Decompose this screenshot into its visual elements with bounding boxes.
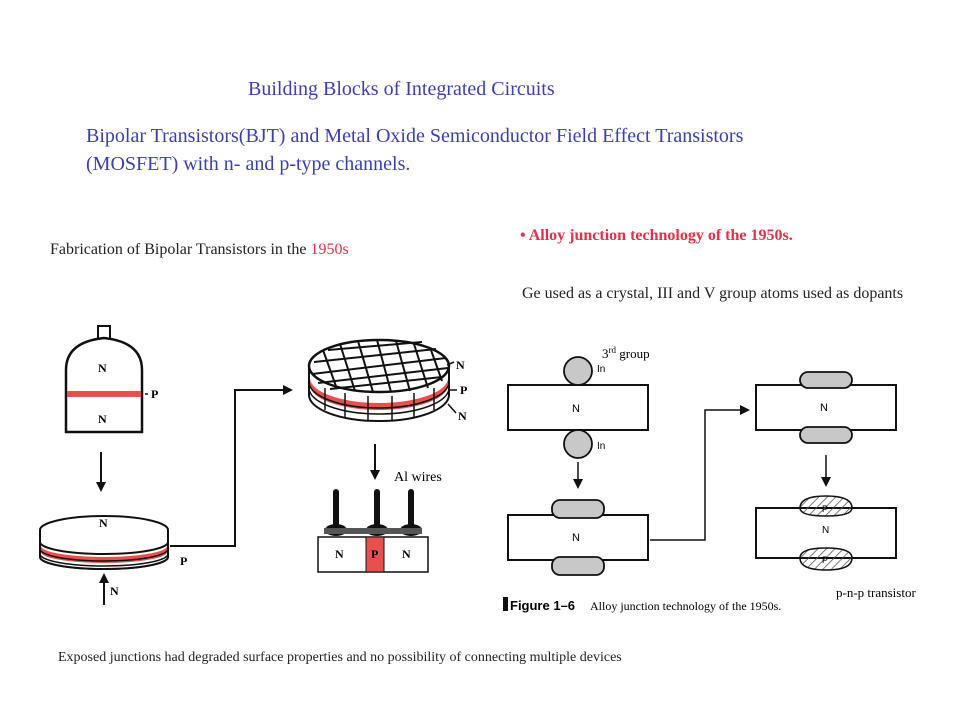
third-group-sup: rd bbox=[609, 345, 617, 355]
alloy-step4-label-p-top: P bbox=[822, 504, 828, 514]
alloy-step3-label-n: N bbox=[820, 402, 828, 414]
slide-subtitle: Bipolar Transistors(BJT) and Metal Oxide… bbox=[86, 125, 744, 175]
fabrication-year: 1950s bbox=[310, 241, 349, 258]
third-group-label: 3rd group bbox=[602, 345, 650, 361]
alloy-label-in-top: In bbox=[597, 364, 605, 375]
wafer-label-n-top: N bbox=[99, 516, 108, 530]
die-label-n-left: N bbox=[335, 547, 344, 561]
al-wires-label: Al wires bbox=[394, 470, 442, 485]
alloy-label-in-bottom: In bbox=[597, 441, 605, 452]
figure-label: Figure 1–6 bbox=[510, 598, 575, 613]
crystal-boule: N N P bbox=[64, 325, 158, 434]
grid-label-n-top: N bbox=[456, 358, 465, 372]
alloy-step-2: N bbox=[507, 499, 649, 576]
pnp-transistor-label: p-n-p transistor bbox=[836, 585, 916, 600]
die-label-p: P bbox=[371, 547, 378, 561]
wafer-stack: N P N bbox=[39, 515, 187, 598]
alloy-description: Ge used as a crystal, III and V group at… bbox=[522, 285, 904, 302]
slide-title: Building Blocks of Integrated Circuits bbox=[248, 78, 555, 100]
third-group-word: group bbox=[616, 346, 650, 361]
alloy-step-1: N In In bbox=[507, 356, 649, 459]
boule-label-n-top: N bbox=[98, 361, 107, 375]
scribed-wafer: N P N bbox=[307, 338, 467, 423]
npn-die: N P N bbox=[317, 489, 429, 573]
figure-caption-marker bbox=[503, 597, 508, 611]
grid-label-n-bottom: N bbox=[458, 409, 467, 423]
alloy-step2-label-n: N bbox=[572, 532, 580, 544]
die-label-n-right: N bbox=[402, 547, 411, 561]
alloy-step1-label-n: N bbox=[572, 403, 580, 415]
alloy-heading: • Alloy junction technology of the 1950s… bbox=[520, 227, 793, 244]
fabrication-caption: Fabrication of Bipolar Transistors in th… bbox=[50, 241, 349, 259]
boule-label-p: P bbox=[151, 387, 158, 401]
alloy-step4-label-n: N bbox=[822, 525, 829, 536]
fabrication-caption-text: Fabrication of Bipolar Transistors in th… bbox=[50, 241, 311, 258]
boule-junction-band bbox=[67, 391, 141, 397]
boule-label-n-bottom: N bbox=[98, 412, 107, 426]
footer-note: Exposed junctions had degraded surface p… bbox=[58, 650, 622, 665]
figure-caption: Alloy junction technology of the 1950s. bbox=[590, 599, 781, 613]
alloy-step-4: P N P bbox=[755, 495, 897, 571]
alloy-step4-label-p-bottom: P bbox=[822, 555, 828, 565]
wafer-label-p: P bbox=[180, 554, 187, 568]
wafer-label-n-bottom: N bbox=[110, 584, 119, 598]
grid-label-p: P bbox=[460, 383, 467, 397]
alloy-step-3: N bbox=[755, 371, 897, 444]
arrow-wafer-to-grid bbox=[170, 385, 293, 547]
arrow-alloy-2-3 bbox=[650, 405, 750, 541]
third-group-number: 3 bbox=[602, 346, 609, 361]
